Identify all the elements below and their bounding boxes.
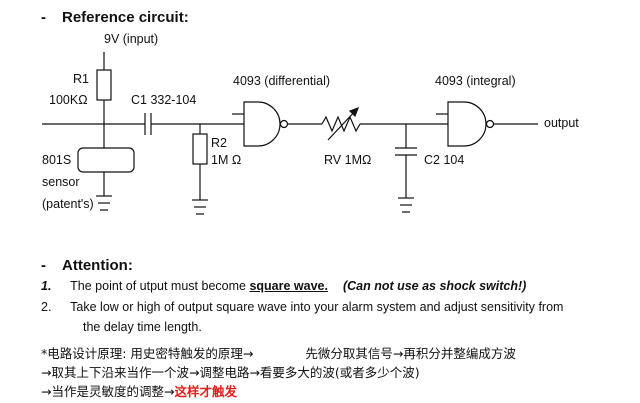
sensor-name: 801S (42, 153, 71, 167)
chinese-line-3: →当作是灵敏度的调整→这样才触发 (41, 381, 237, 400)
attention-item-2: 2. Take low or high of output square wav… (41, 300, 563, 314)
page-title: Reference circuit: (62, 9, 189, 26)
chinese-line-2: →取其上下沿来当作一个波→调整电路→看要多大的波(或者多少个波) (41, 365, 420, 380)
attention-item-1: 1. The point of utput must become square… (41, 279, 526, 293)
rv-arrow-head (348, 106, 360, 118)
r2-name: R2 (211, 136, 227, 150)
gate2-label: 4093 (integral) (435, 74, 516, 88)
rv-label: RV 1MΩ (324, 153, 371, 167)
input-label: 9V (input) (104, 32, 158, 46)
sensor-body (77, 147, 135, 173)
gate1-body (243, 101, 281, 147)
item2-text: Take low or high of output square wave i… (70, 300, 564, 314)
c2-label: C2 104 (424, 153, 464, 167)
c1-label: C1 332-104 (131, 93, 196, 107)
circuit-diagram: 9V (input) R1 100KΩ C1 332-104 4093 (dif… (42, 32, 579, 215)
item2-number: 2. (41, 300, 52, 314)
gate1-label: 4093 (differential) (233, 74, 330, 88)
gate1-bubble (279, 119, 289, 129)
rv-resistor (321, 115, 361, 133)
chinese-line1-a: *电路设计原理: 用史密特触发的原理→ (41, 346, 254, 361)
r1-resistor (96, 69, 112, 101)
item1-number: 1. (41, 279, 52, 293)
attention-title: Attention: (62, 257, 133, 274)
sensor-line3: (patent's) (42, 197, 94, 211)
gate2-bubble (485, 119, 495, 129)
sensor-line2: sensor (42, 175, 80, 189)
r2-resistor (192, 133, 208, 165)
r1-name: R1 (73, 72, 89, 86)
r1-value: 100KΩ (49, 93, 88, 107)
item1-emphasis: square wave. (249, 279, 328, 293)
attention-dash: - (41, 257, 46, 274)
item2-text-continued: the delay time length. (83, 320, 202, 334)
heading-dash: - (41, 9, 46, 26)
chinese-line3-a: →当作是灵敏度的调整→ (41, 384, 175, 399)
item1-text: The point of utput must become (70, 279, 246, 293)
chinese-line1-b: 先微分取其信号→再积分并整编成方波 (305, 346, 516, 361)
chinese-line-1: *电路设计原理: 用史密特触发的原理→ 先微分取其信号→再积分并整编成方波 (41, 343, 516, 362)
r2-value: 1M Ω (211, 153, 241, 167)
output-label: output (544, 116, 579, 130)
item1-note: (Can not use as shock switch!) (342, 279, 527, 293)
gate2-body (447, 101, 487, 147)
chinese-line3-red: 这样才触发 (174, 384, 237, 399)
